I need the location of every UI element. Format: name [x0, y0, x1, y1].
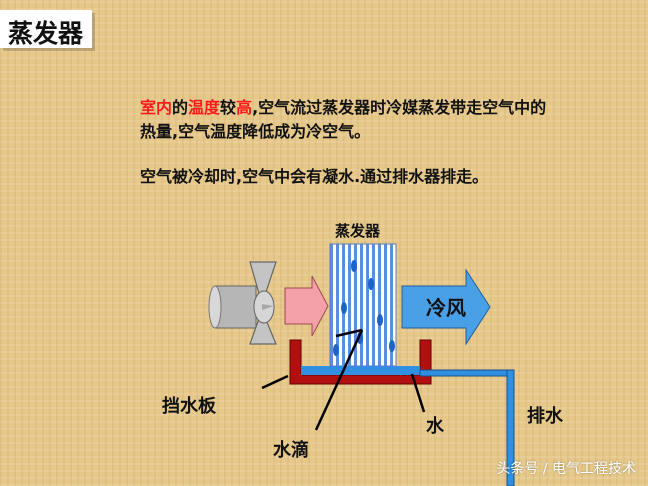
cold-air-arrow-icon	[401, 268, 491, 346]
text-rest: ,空气流过蒸发器时冷媒蒸发带走空气中的	[252, 98, 547, 117]
droplet-label: 水滴	[273, 439, 309, 461]
highlight-high: 高	[236, 98, 253, 117]
fan-icon	[208, 261, 277, 345]
highlight-indoor: 室内	[140, 98, 173, 117]
leader-lines	[261, 328, 426, 431]
drain-pipe	[419, 369, 515, 486]
droplet-leader-1	[314, 329, 364, 431]
title-box: 蒸发器	[0, 10, 92, 48]
droplet-leader-2	[335, 328, 363, 338]
paragraph-1-line-2: 热量,空气温度降低成为冷空气。	[140, 122, 371, 141]
highlight-temperature: 温度	[188, 98, 221, 117]
warm-air-arrow-icon	[284, 275, 329, 337]
page-title: 蒸发器	[8, 19, 84, 48]
baffle-label: 挡水板	[162, 395, 217, 417]
water-leader	[410, 373, 426, 413]
paragraph-1: 室内的温度较高,空气流过蒸发器时冷媒蒸发带走空气中的 热量,空气温度降低成为冷空…	[140, 96, 546, 144]
text-de: 的	[172, 98, 189, 117]
water-in-tray	[301, 366, 420, 375]
text-jiao: 较	[220, 98, 237, 117]
droplet-icons	[333, 260, 395, 356]
evaporator-label: 蒸发器	[335, 222, 381, 240]
baffle-leader	[261, 374, 289, 390]
water-label: 水	[426, 415, 445, 437]
watermark: 头条号 / 电气工程技术	[496, 461, 636, 477]
drain-label: 排水	[527, 405, 564, 427]
cold-air-label: 冷风	[426, 296, 466, 320]
paragraph-1-line-1: 室内的温度较高,空气流过蒸发器时冷媒蒸发带走空气中的	[140, 96, 546, 120]
evaporator-coil	[329, 243, 397, 367]
paragraph-2: 空气被冷却时,空气中会有凝水.通过排水器排走。	[140, 167, 489, 186]
